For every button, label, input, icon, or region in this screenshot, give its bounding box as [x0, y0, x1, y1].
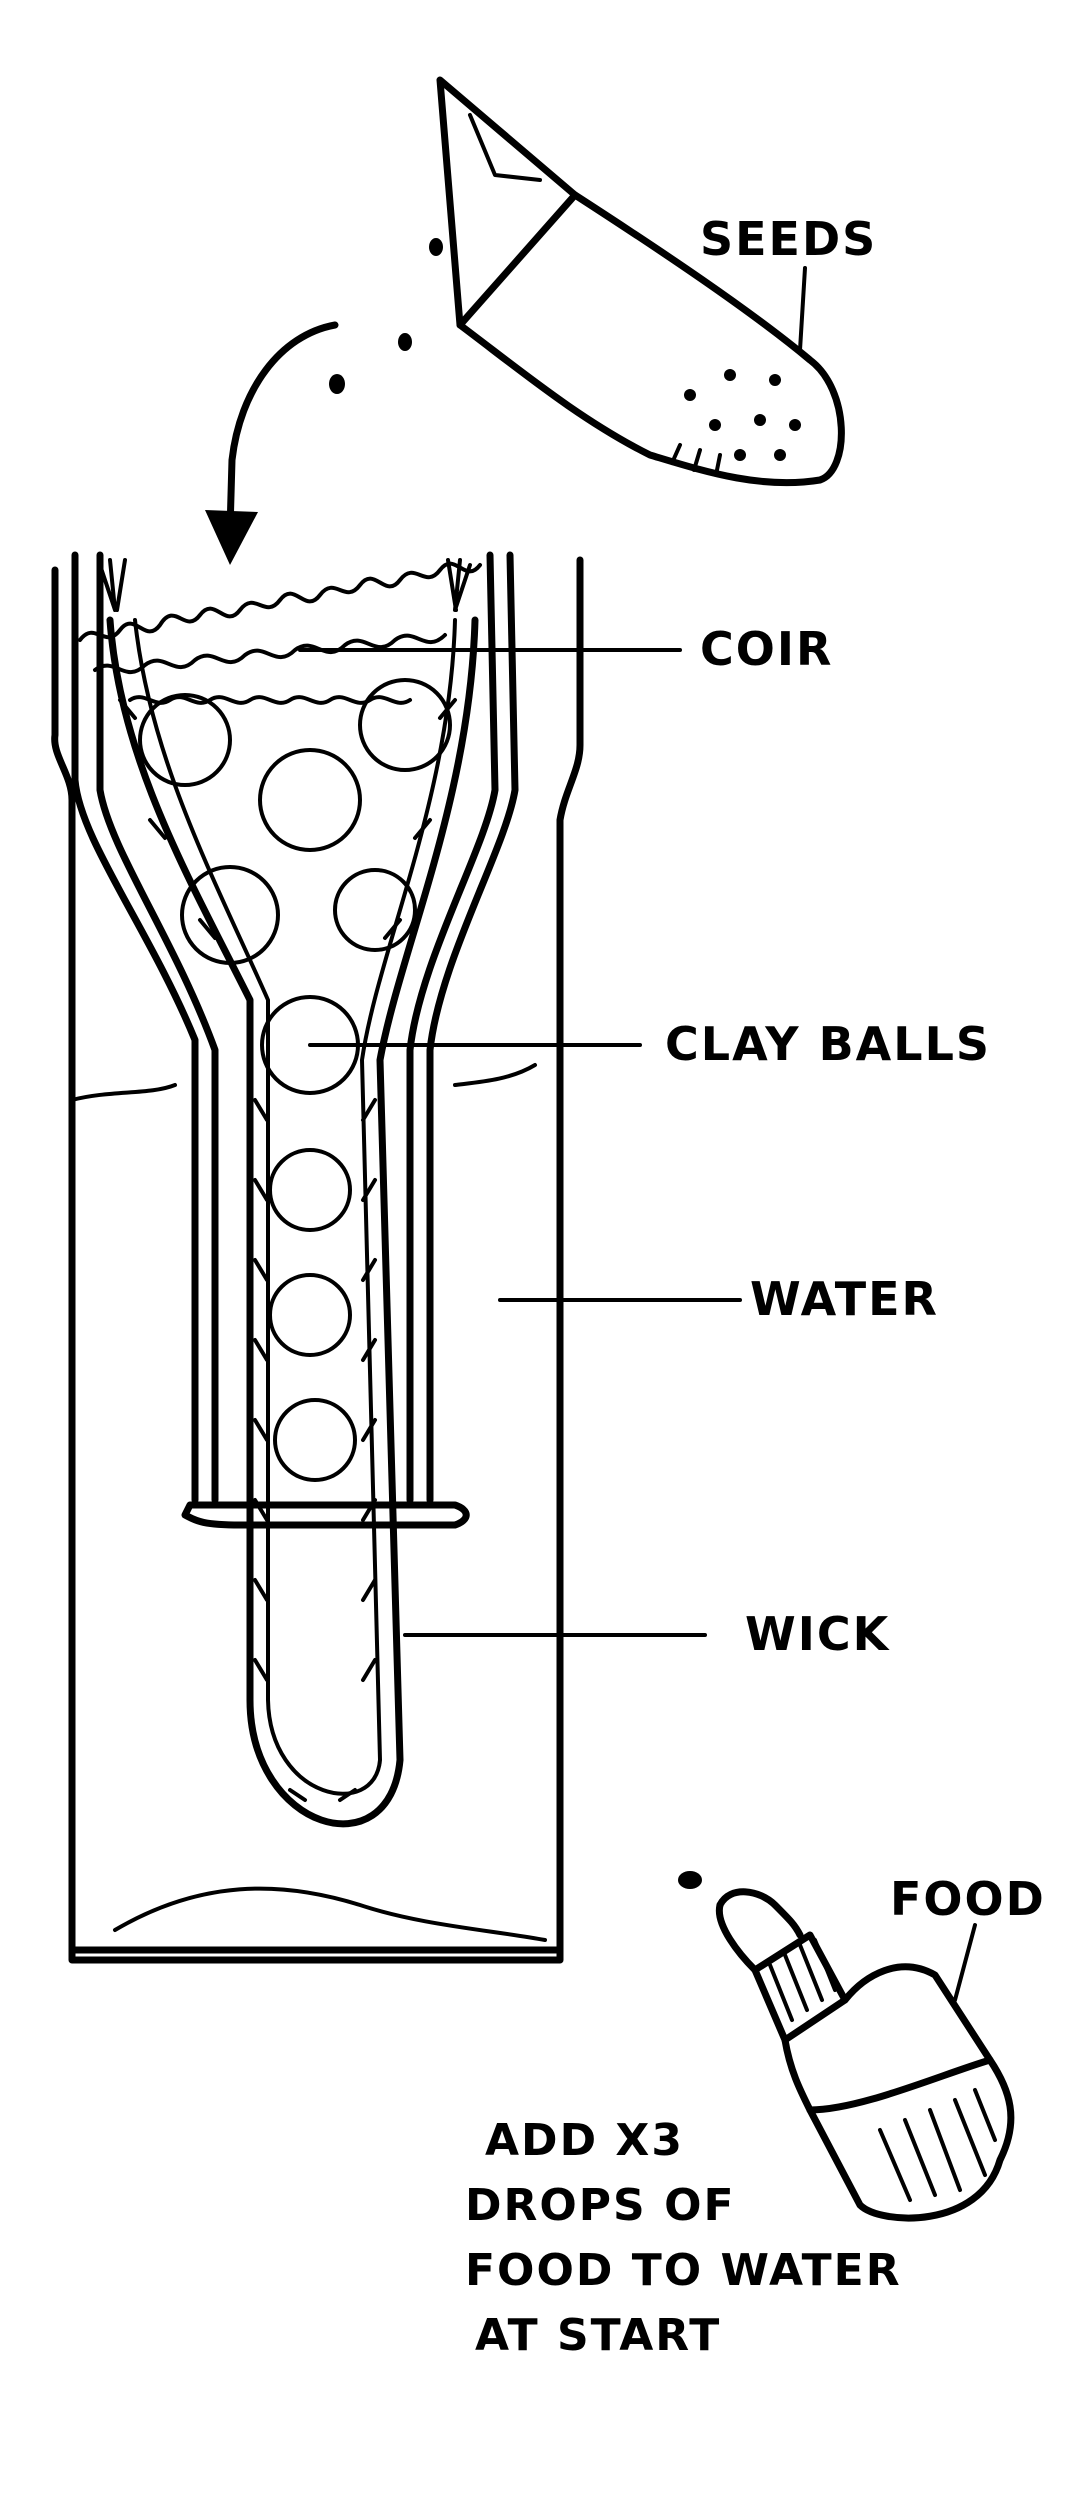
funnel-pot	[71, 551, 519, 1529]
label-food: FOOD	[890, 1872, 1046, 1926]
note-line-1: ADD X3	[485, 2115, 684, 2166]
food-dropper-bottle	[678, 1871, 1015, 2222]
note-line-2: DROPS OF	[465, 2180, 736, 2231]
instruction-note: ADD X3 DROPS OF FOOD TO WATER AT START	[465, 2115, 902, 2361]
label-coir: COIR	[700, 622, 833, 676]
label-wick: WICK	[745, 1607, 891, 1661]
falling-seeds	[329, 238, 443, 394]
seed-packet	[436, 76, 845, 487]
label-water: WATER	[750, 1272, 939, 1326]
leader-lines	[298, 266, 977, 2002]
coir-layer	[78, 558, 482, 705]
wick	[106, 616, 479, 1828]
clay-balls	[138, 678, 452, 1482]
label-seeds: SEEDS	[700, 212, 877, 266]
label-clay-balls: CLAY BALLS	[665, 1017, 991, 1071]
outer-container	[51, 556, 584, 1964]
curved-arrow-icon	[205, 321, 339, 565]
note-line-4: AT START	[475, 2310, 721, 2361]
note-line-3: FOOD TO WATER	[465, 2245, 902, 2296]
